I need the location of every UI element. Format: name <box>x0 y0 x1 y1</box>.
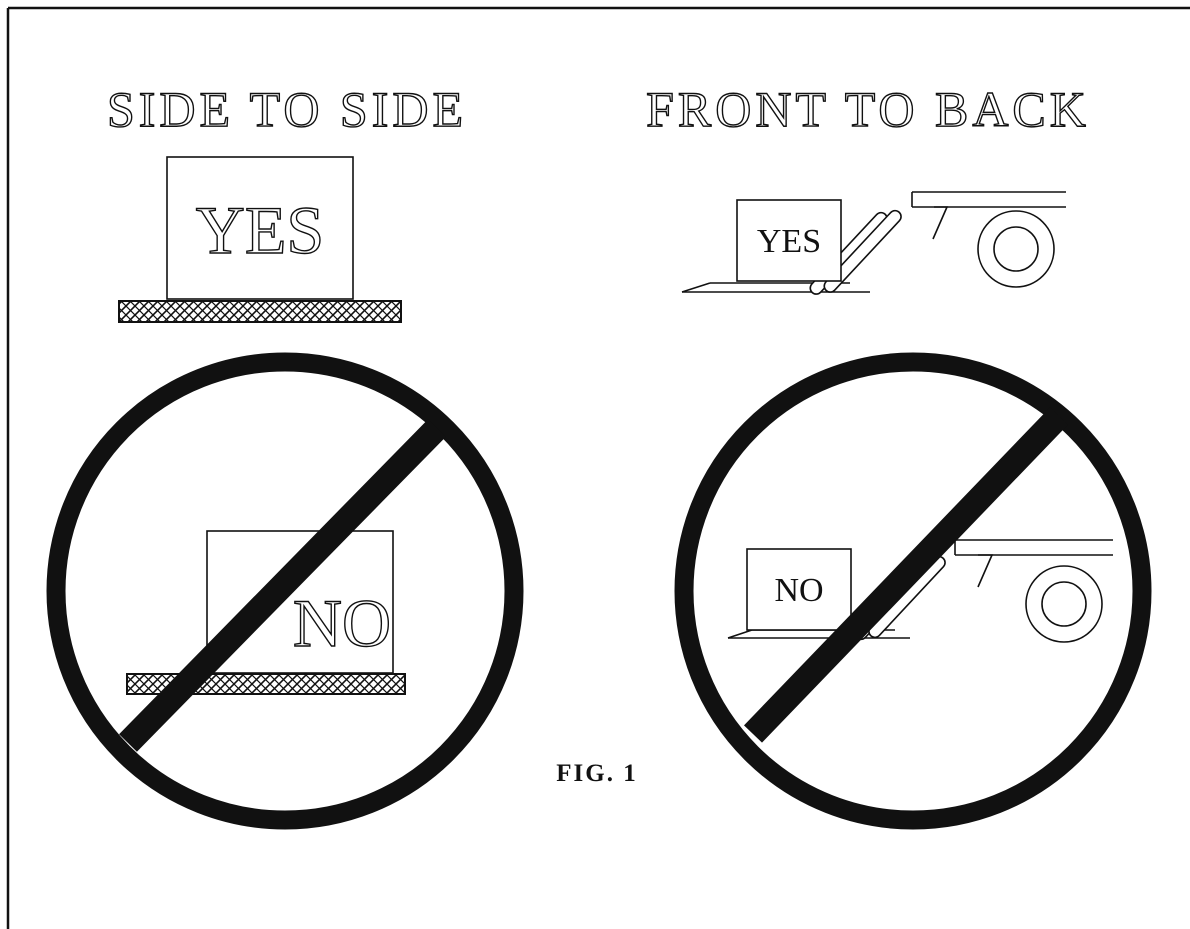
load-box <box>166 156 354 300</box>
load-box <box>746 548 852 631</box>
yes-label: YES <box>196 192 324 268</box>
load-box <box>736 199 842 282</box>
prohibition-sign-icon <box>674 352 1152 830</box>
side-to-side-wrong: NO <box>46 352 524 830</box>
heading-side-to-side: SIDE TO SIDE <box>107 81 467 137</box>
wheel-icon <box>1025 565 1103 643</box>
side-to-side-correct: YES <box>118 156 402 323</box>
pallet-base-hatched-icon <box>118 300 402 323</box>
yes-label: YES <box>757 223 821 260</box>
no-label: NO <box>293 585 391 661</box>
figure-caption: FIG. 1 <box>556 760 637 787</box>
load-box <box>206 530 394 674</box>
no-label: NO <box>774 572 823 609</box>
front-to-back-correct: YES <box>681 191 1066 295</box>
prohibition-sign-icon <box>46 352 524 830</box>
front-to-back-wrong: NO <box>674 352 1152 830</box>
wheel-icon <box>977 210 1055 288</box>
heading-front-to-back: FRONT TO BACK <box>646 81 1090 137</box>
